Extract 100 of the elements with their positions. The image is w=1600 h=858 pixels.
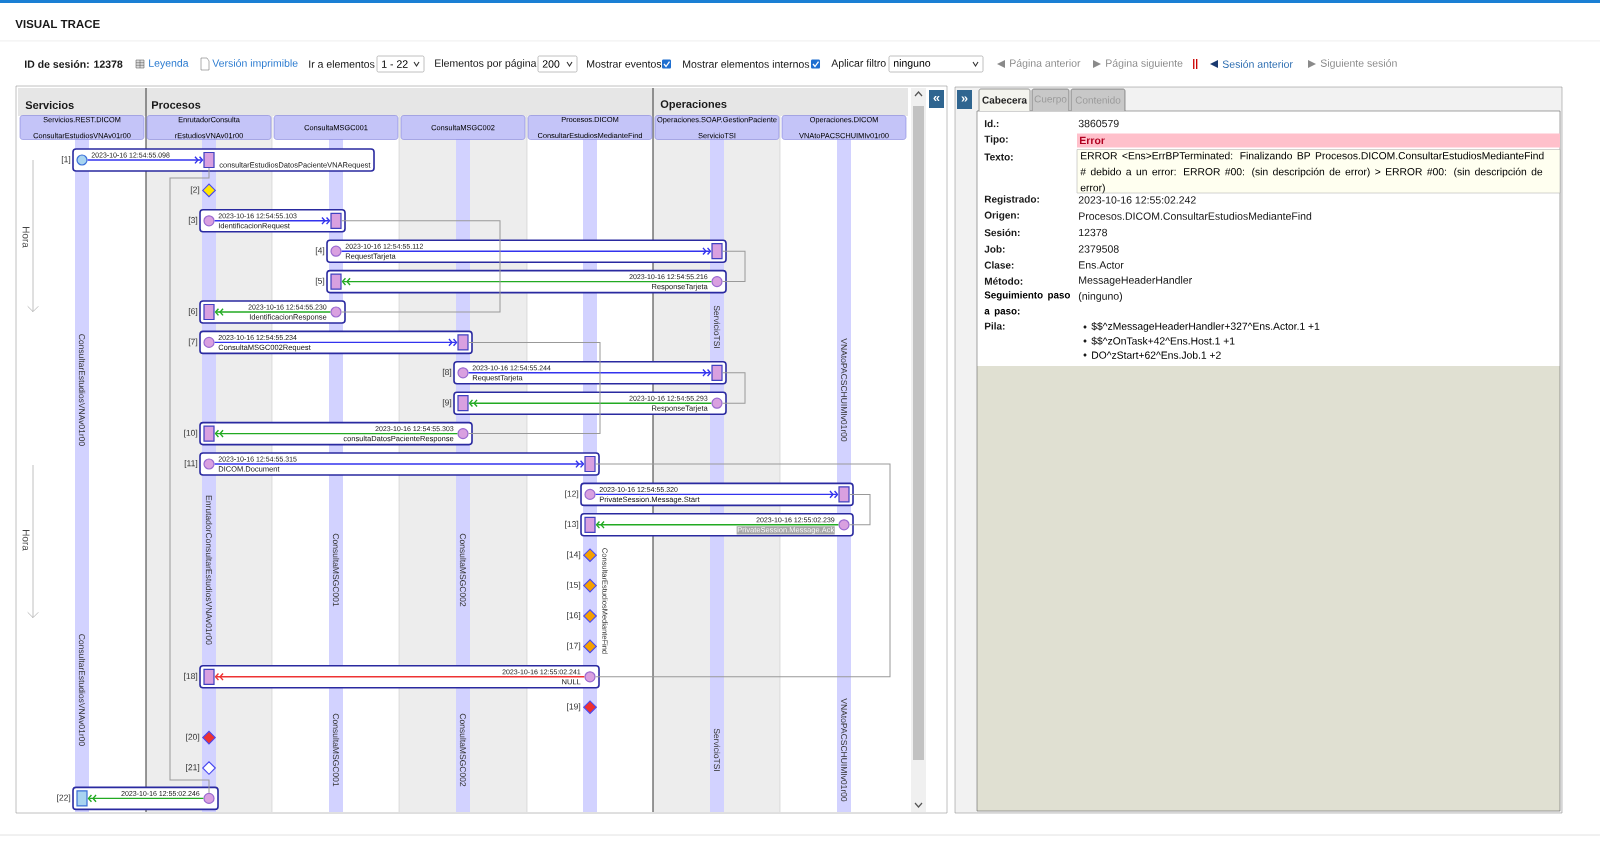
lifeline-label: VNAtoPACSCHUIMIv01r00 bbox=[841, 338, 847, 442]
field-value: Procesos.DICOM.ConsultarEstudiosMedianteFind bbox=[1079, 212, 1312, 220]
field-name: Pila: bbox=[984, 322, 1005, 330]
step-number: [19] bbox=[567, 703, 581, 712]
time-axis-label: Hora bbox=[22, 227, 30, 248]
connector-line bbox=[468, 341, 601, 435]
step-number: [15] bbox=[567, 581, 581, 590]
receiver-block bbox=[584, 516, 596, 533]
receiver-block bbox=[711, 364, 723, 381]
field-value: 3860579 bbox=[1078, 119, 1119, 128]
list-item: DO^zStart+62^Ens.Job.1 +2 bbox=[1083, 351, 1221, 359]
message-arrow bbox=[214, 429, 459, 438]
message-arrow bbox=[341, 277, 713, 286]
field-name: Id.: bbox=[984, 119, 999, 128]
section-heading: Operaciones bbox=[660, 99, 727, 111]
field-name: Tipo: bbox=[984, 135, 1008, 145]
receiver-block bbox=[76, 790, 88, 807]
message-arrow bbox=[86, 155, 204, 165]
receiver-block bbox=[838, 486, 850, 503]
receiver-block bbox=[203, 425, 215, 442]
receiver-block bbox=[584, 455, 596, 473]
field-name: Job: bbox=[984, 245, 1005, 253]
step-number: [2] bbox=[190, 186, 200, 195]
collapse-button: « bbox=[929, 90, 944, 108]
nav-link: Página anterior bbox=[997, 59, 1081, 69]
connector-line bbox=[722, 250, 746, 283]
lifeline-label: VNAtoPACSCHUIMIv01r00 bbox=[841, 698, 847, 802]
connector-line bbox=[722, 372, 746, 404]
field-label: Mostrar eventos bbox=[587, 60, 662, 68]
lifeline-label: ServicioTSI bbox=[713, 728, 721, 771]
message-arrow bbox=[595, 520, 840, 529]
message-arrow bbox=[467, 368, 712, 377]
message-arrow bbox=[213, 460, 585, 469]
step-number: [10] bbox=[184, 429, 198, 438]
field-value: 12378 bbox=[1079, 228, 1107, 237]
message-arrow bbox=[214, 672, 586, 681]
lifeline-label: ConsultarEstudiosVNAv01r00 bbox=[78, 334, 86, 446]
dropdown: ninguno bbox=[888, 55, 984, 73]
field-value: Ens.Actor bbox=[1079, 261, 1124, 269]
field-name: Origen: bbox=[984, 211, 1019, 221]
step-number: [7] bbox=[188, 338, 198, 347]
lifeline-label: ConsultaMSGC002 bbox=[459, 713, 467, 787]
step-number: [13] bbox=[565, 520, 579, 529]
connector-line bbox=[341, 220, 501, 313]
separator-mark: || bbox=[1193, 59, 1198, 69]
field-name: Clase: bbox=[984, 261, 1014, 269]
step-number: [8] bbox=[442, 368, 452, 377]
step-number: [9] bbox=[442, 399, 452, 408]
connector-line bbox=[849, 493, 871, 526]
message-arrow bbox=[594, 490, 839, 499]
step-number: [4] bbox=[315, 247, 325, 256]
field-label: Ir a elementos bbox=[309, 60, 375, 68]
message-arrow bbox=[213, 338, 458, 347]
field-label: Mostrar elementos internos bbox=[683, 60, 810, 68]
list-item: $$^zOnTask+42^Ens.Host.1 +1 bbox=[1083, 336, 1235, 346]
field-label: Elementos por página bbox=[435, 59, 537, 69]
session-id: ID de sesión: 12378 bbox=[25, 60, 123, 68]
page-title: VISUAL TRACE bbox=[15, 19, 100, 29]
field-value: MessageHeaderHandler bbox=[1079, 276, 1192, 286]
message-text-box: ERROR <Ens>ErrBPTerminated: Finalizando BP Procesos.DICOM.ConsultarEstudiosMedianteFind # debido a un error: ERROR #00: (sin descripción de error) > ERROR #00: (sin descripción de error) bbox=[1076, 149, 1561, 194]
step-number: [22] bbox=[57, 794, 71, 803]
step-number: [21] bbox=[186, 764, 200, 772]
lifeline-label: ConsultaMSGC002 bbox=[459, 533, 467, 607]
step-number: [18] bbox=[184, 672, 198, 681]
dropdown: 200 bbox=[537, 55, 578, 73]
lifeline-label: ConsultarEstudiosVNAv01r00 bbox=[78, 634, 86, 746]
receiver-block bbox=[203, 151, 215, 169]
message-arrow bbox=[468, 399, 713, 408]
field-value: 2023-10-16 12:55:02.242 bbox=[1078, 196, 1196, 204]
field-label: Aplicar filtro bbox=[831, 59, 886, 69]
field-value: 2379508 bbox=[1078, 245, 1119, 253]
tab: Cabecera bbox=[978, 88, 1031, 112]
section-heading: Procesos bbox=[152, 101, 201, 109]
step-number: [6] bbox=[188, 308, 198, 316]
lifeline-label: ServicioTSI bbox=[713, 305, 721, 348]
step-number: [16] bbox=[567, 612, 581, 620]
field-name: Registrado: bbox=[984, 195, 1039, 205]
message-arrow bbox=[340, 247, 712, 256]
nav-link: Página siguiente bbox=[1093, 59, 1183, 69]
field-name: Sesión: bbox=[984, 228, 1020, 237]
time-axis-label: Hora bbox=[22, 530, 30, 551]
step-number: [20] bbox=[186, 733, 200, 742]
receiver-block bbox=[203, 668, 215, 685]
nav-link: Siguiente sesión bbox=[1308, 59, 1397, 69]
message-arrow bbox=[214, 307, 332, 317]
step-number: [1] bbox=[61, 156, 71, 164]
receiver-block bbox=[711, 243, 723, 260]
lifeline-label: EnrutadorConsultarEstudiosVNAv01r00 bbox=[205, 495, 213, 645]
list-item: $$^zMessageHeaderHandler+327^Ens.Actor.1 +1 bbox=[1083, 322, 1320, 332]
message-arrow bbox=[87, 794, 205, 803]
step-number: [11] bbox=[184, 460, 198, 468]
message-arrow bbox=[213, 216, 331, 225]
receiver-block bbox=[457, 334, 469, 351]
legend-link: Leyenda bbox=[135, 59, 189, 69]
receiver-block bbox=[330, 273, 342, 290]
connector-line bbox=[169, 167, 210, 794]
step-number: [5] bbox=[315, 277, 325, 286]
field-name: Texto: bbox=[984, 153, 1013, 161]
step-number: [17] bbox=[567, 642, 581, 651]
step-number: [12] bbox=[565, 490, 579, 499]
